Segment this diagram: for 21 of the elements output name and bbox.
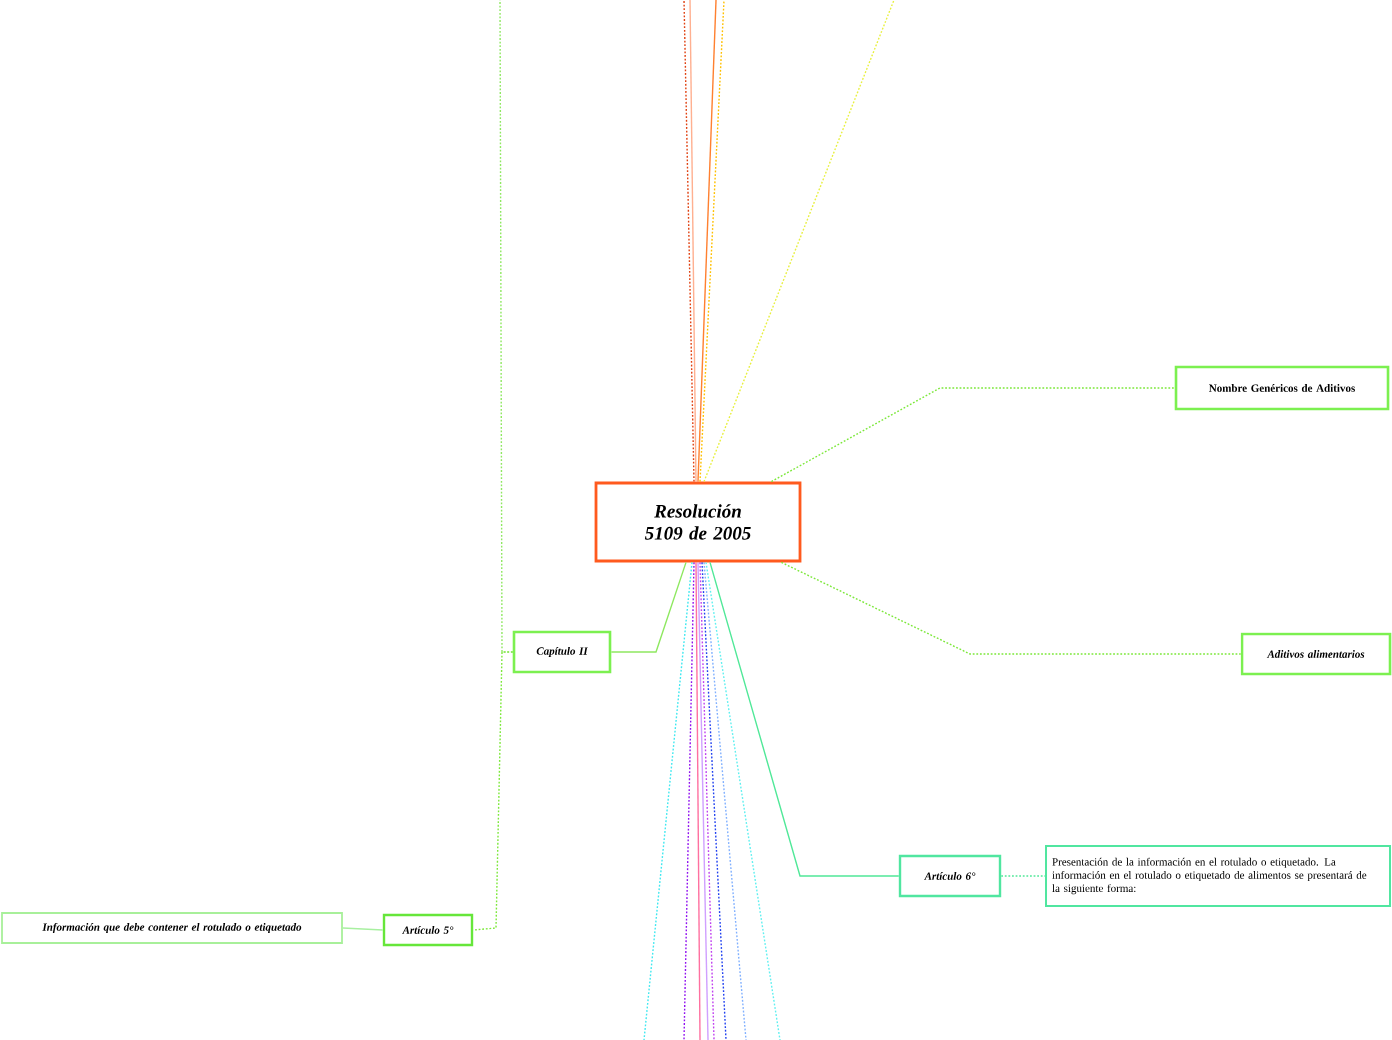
- connector-line: [1000, 875, 1046, 877]
- connector-line: [701, 561, 727, 1040]
- connector-line: [705, 561, 781, 1040]
- connector-line: [703, 561, 747, 1040]
- connector-line: [683, 0, 695, 483]
- connector-line: [703, 0, 895, 483]
- connector-line: [697, 561, 709, 1040]
- connector-line: [770, 387, 1176, 483]
- connector-line: [780, 561, 1242, 655]
- connector-line: [643, 561, 693, 1040]
- central-topic-box: Resolución 5109 de 2005: [594, 481, 802, 563]
- connector-line: [683, 561, 695, 1040]
- connector-line: [709, 561, 900, 877]
- connector-line: [699, 561, 715, 1040]
- connector-line: [499, 0, 514, 653]
- connector-line: [610, 561, 687, 653]
- connector-line: [695, 561, 701, 1040]
- connector-line: [342, 927, 384, 931]
- connector-line: [699, 0, 725, 483]
- connector-line: [697, 0, 717, 483]
- connector-line: [689, 0, 697, 483]
